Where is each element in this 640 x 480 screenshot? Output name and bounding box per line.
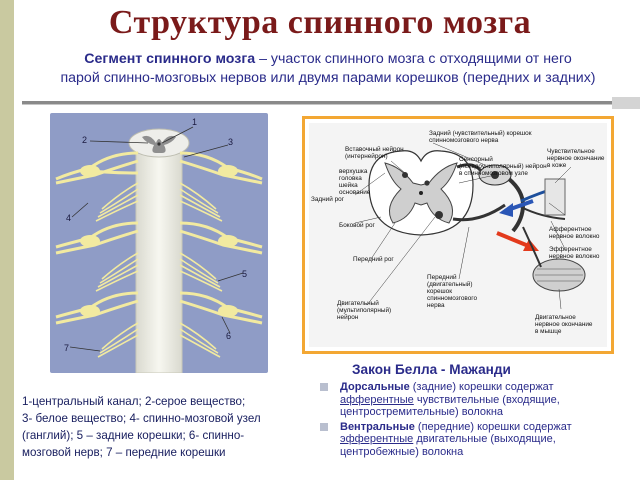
figure-legend: 1-центральный канал; 2-серое вещество; 3… — [22, 393, 292, 461]
num-7: 7 — [64, 343, 69, 353]
num-1: 1 — [192, 117, 197, 127]
label-base: основание — [339, 189, 371, 196]
label-sens-ending-2: нервное окончание — [547, 155, 605, 162]
law-text-ventral-a: (передние) корешки содержат — [414, 420, 572, 433]
subtitle-line2: парой спинно-мозговых нервов или двумя п… — [60, 70, 596, 86]
legend-line-2: 3- белое вещество; 4- спинно-мозговой уз… — [22, 412, 261, 425]
divider-rule — [22, 101, 612, 105]
legend-line-4: мозговой нерв; 7 – передние корешки — [22, 446, 226, 459]
spinal-cord-figure: 1 2 3 4 5 6 7 — [50, 113, 268, 374]
figure-numbers: 1 2 3 4 5 6 7 — [64, 117, 247, 353]
law-item-dorsal: Дорсальные (задние) корешки содержат афф… — [318, 381, 618, 419]
label-sens-ending: Чувствительное — [547, 148, 595, 155]
label-motor-ending-3: в мышце — [535, 328, 562, 335]
law-term-ventral: Вентральные — [340, 420, 415, 433]
efferent-arrow — [496, 231, 532, 249]
spinal-cord-column — [135, 140, 183, 374]
law-text-dorsal-a: (задние) корешки содержат — [409, 381, 554, 393]
spinal-cord-illustration: 1 2 3 4 5 6 7 — [55, 117, 263, 374]
reflex-labels: Задний (чувствительный) корешок спинномо… — [311, 129, 605, 335]
label-anterior-root-4: спинномозгового — [427, 295, 477, 302]
label-sensory-3: в спинномозговом узле — [459, 170, 528, 177]
label-head: головка — [339, 175, 362, 182]
law-title: Закон Белла - Мажанди — [352, 362, 511, 377]
label-motor-ending-2: нервное окончание — [535, 321, 593, 328]
label-motor-neuron-2: (мультиполярный) — [337, 306, 391, 314]
num-6: 6 — [226, 331, 231, 341]
motor-nerve — [522, 226, 542, 268]
law-list: Дорсальные (задние) корешки содержат афф… — [318, 381, 618, 461]
central-canal — [157, 142, 161, 146]
law-underlined-afferent: афферентные — [340, 393, 414, 406]
afferent-arrowhead — [499, 203, 513, 217]
num-4: 4 — [66, 213, 71, 223]
left-accent-strip — [0, 0, 14, 480]
reflex-pointers — [354, 142, 572, 310]
law-text-dorsal-b: чувствительные (входящие, центростремите… — [340, 393, 560, 419]
posterior-root — [456, 163, 483, 173]
reflex-arc-diagram: Задний (чувствительный) корешок спинномо… — [311, 129, 605, 335]
label-motor-neuron: Двигательный — [337, 299, 379, 307]
law-underlined-efferent: эфферентные — [340, 433, 414, 446]
label-afferent-2: нервное волокно — [549, 233, 600, 240]
label-neck: шейка — [339, 181, 358, 189]
rootlets-left — [95, 182, 139, 358]
num-3: 3 — [228, 137, 233, 147]
label-anterior-root-2: (двигательный) — [427, 280, 473, 288]
label-anterior-root-5: нерва — [427, 302, 445, 309]
label-motor-neuron-3: нейрон — [337, 313, 359, 321]
label-anterior-root: Передний — [427, 273, 457, 281]
label-interneuron-2: (интернейрон) — [345, 152, 388, 160]
law-item-ventral: Вентральные (передние) корешки содержат … — [318, 421, 618, 459]
subtitle: Сегмент спинного мозга – участок спинног… — [22, 50, 634, 88]
page-title: Структура спинного мозга — [108, 4, 532, 41]
label-sensory: Сенсорный — [459, 155, 493, 163]
reflex-arc-figure: Задний (чувствительный) корешок спинномо… — [302, 116, 614, 354]
num-2: 2 — [82, 135, 87, 145]
label-sens-ending-3: в коже — [547, 162, 567, 169]
label-posterior-root-2: спинномозгового нерва — [429, 137, 499, 144]
law-text-ventral-b: двигательные (выходящие, центробежные) в… — [340, 433, 556, 458]
label-apex: верхушка — [339, 168, 368, 175]
legend-line-3: (ганглий); 5 – задние корешки; 6- спинно… — [22, 429, 245, 442]
label-dorsal-horn: Задний рог — [311, 195, 345, 203]
legend-line-1: 1-центральный канал; 2-серое вещество; — [22, 395, 246, 408]
muscle-fibers — [535, 268, 583, 282]
label-efferent: Эфферентное — [549, 246, 592, 253]
ganglia-right — [218, 165, 238, 317]
num-5: 5 — [242, 269, 247, 279]
divider-cap — [612, 97, 640, 109]
neurons — [402, 172, 443, 219]
label-interneuron: Вставочный нейрон — [345, 145, 404, 153]
label-efferent-2: нервное волокно — [549, 253, 600, 260]
label-motor-ending: Двигательное — [535, 314, 576, 321]
rootlets-right — [179, 182, 223, 358]
law-term-dorsal: Дорсальные — [340, 381, 410, 393]
ganglia-left — [80, 165, 100, 317]
anterior-root — [452, 203, 506, 222]
label-anterior-root-3: корешок — [427, 288, 452, 295]
subtitle-term: Сегмент спинного мозга — [84, 51, 256, 67]
reflex-arc-inner: Задний (чувствительный) корешок спинномо… — [309, 123, 607, 347]
label-sensory-2: (псевдоуниполярный) нейрон — [459, 162, 547, 170]
label-afferent: Афферентное — [549, 226, 592, 233]
label-ventral-horn: Передний рог — [353, 255, 394, 263]
bullet-icon — [320, 383, 328, 391]
pointer-lines — [69, 126, 244, 352]
subtitle-line1: – участок спинного мозга с отходящими от… — [255, 51, 572, 67]
label-lateral-horn: Боковой рог — [339, 221, 376, 229]
skin — [544, 178, 566, 216]
bullet-icon — [320, 422, 328, 431]
efferent-fiber — [520, 206, 566, 220]
label-posterior-root: Задний (чувствительный) корешок — [429, 129, 532, 137]
central-canal-dot — [419, 191, 423, 195]
